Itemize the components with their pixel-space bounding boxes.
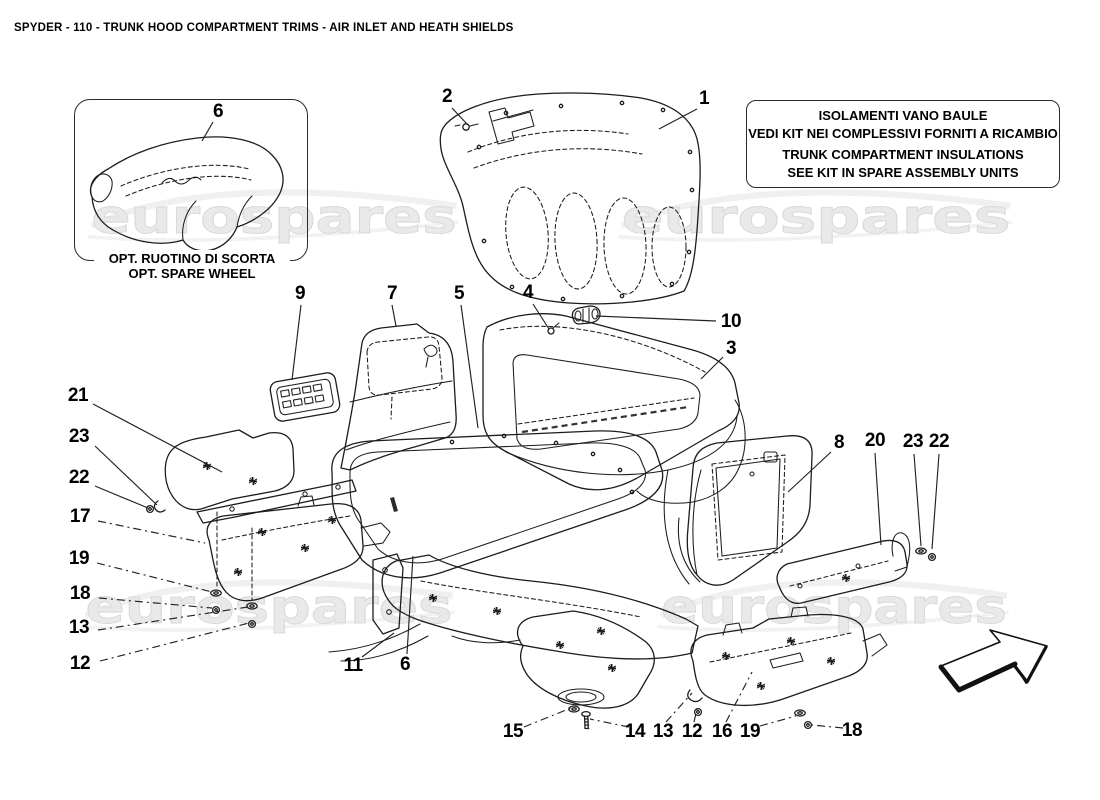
callout-3: 3: [725, 338, 737, 359]
watermark-text: eurospares: [91, 190, 456, 245]
part-10-latch: [571, 305, 601, 325]
part-6-spare-wheel-cover-inset: [89, 136, 284, 252]
info-line-italian-2: VEDI KIT NEI COMPLESSIVI FORNITI A RICAM…: [748, 125, 1058, 141]
leader-6: [201, 121, 214, 142]
callout-18: 18: [69, 583, 91, 604]
leader-18: [98, 597, 213, 609]
callout-12: 12: [681, 721, 703, 742]
callout-22: 22: [68, 467, 90, 488]
spare-wheel-caption-line2: OPT. SPARE WHEEL: [128, 266, 256, 281]
callout-15: 15: [502, 721, 524, 742]
callout-9: 9: [294, 283, 306, 304]
part-9-air-inlet-grille: [269, 372, 341, 422]
watermark-text: eurospares: [622, 190, 1011, 245]
callout-19: 19: [68, 548, 90, 569]
callout-5: 5: [453, 283, 465, 304]
callout-22: 22: [928, 431, 950, 452]
callout-13: 13: [68, 617, 90, 638]
callout-1: 1: [698, 88, 710, 109]
leader-3: [700, 356, 724, 380]
callout-6: 6: [212, 101, 224, 122]
callout-8: 8: [833, 432, 845, 453]
leader-19: [759, 715, 797, 727]
callout-18: 18: [841, 720, 863, 741]
leader-20: [874, 452, 882, 546]
callout-4: 4: [522, 282, 534, 303]
leader-19: [96, 562, 213, 593]
part-2-screw: [454, 123, 479, 131]
part-16-heat-shield-bottom: [690, 606, 888, 707]
leader-11: [361, 632, 395, 658]
part-17-heat-shield-left: [206, 495, 391, 629]
callout-20: 20: [864, 430, 886, 451]
part-4-screw: [547, 322, 560, 335]
watermark: eurospares: [87, 189, 459, 246]
part-20-bracket-strip: [776, 532, 911, 604]
info-line-english-1: TRUNK COMPARTMENT INSULATIONS: [782, 146, 1024, 162]
leader-6: [406, 555, 414, 655]
callout-6: 6: [399, 654, 411, 675]
part-13-clip-bottom: [687, 689, 703, 703]
insulation-info-box: ISOLAMENTI VANO BAULE VEDI KIT NEI COMPL…: [746, 100, 1060, 188]
spare-wheel-caption-line1: OPT. RUOTINO DI SCORTA: [108, 251, 276, 266]
leader-18: [811, 724, 844, 729]
info-line-italian-1: ISOLAMENTI VANO BAULE: [818, 107, 988, 123]
callout-11: 11: [343, 655, 363, 676]
spare-wheel-caption: OPT. RUOTINO DI SCORTA OPT. SPARE WHEEL: [94, 250, 290, 283]
leader-17: [97, 520, 206, 544]
leader-13: [665, 692, 693, 723]
page-title: SPYDER - 110 - TRUNK HOOD COMPARTMENT TR…: [14, 22, 514, 34]
callout-21: 21: [67, 385, 89, 406]
callout-16: 16: [711, 721, 733, 742]
leader-12: [693, 708, 698, 723]
leader-2: [451, 107, 468, 125]
leader-8: [787, 451, 832, 493]
callout-23: 23: [68, 426, 90, 447]
leader-10: [595, 315, 717, 322]
leader-lines: [92, 107, 940, 729]
part-5-floor-mat: [331, 430, 664, 579]
leader-14: [589, 718, 630, 728]
leader-4: [532, 303, 550, 330]
leader-22: [931, 453, 940, 550]
leader-5: [460, 304, 479, 429]
watermark: eurospares: [657, 579, 1009, 635]
part-8-right-side-trim: [663, 435, 813, 586]
leader-23: [94, 445, 158, 506]
info-line-english-2: SEE KIT IN SPARE ASSEMBLY UNITS: [787, 164, 1019, 180]
part-7-left-side-trim: [340, 323, 457, 471]
watermark-text: eurospares: [661, 580, 1007, 635]
leader-9: [291, 304, 302, 381]
leader-7: [391, 304, 397, 327]
callout-19: 19: [739, 721, 761, 742]
leader-23: [913, 453, 922, 547]
watermark: eurospares: [617, 189, 1013, 245]
leader-22: [94, 485, 149, 509]
leader-1: [658, 108, 698, 130]
callout-13: 13: [652, 721, 674, 742]
callout-12: 12: [69, 653, 91, 674]
callout-14: 14: [624, 721, 646, 742]
callout-23: 23: [902, 431, 924, 452]
part-1-hood-insulation-panel: [439, 92, 701, 305]
callout-17: 17: [69, 506, 91, 527]
callout-10: 10: [720, 311, 742, 332]
callout-2: 2: [441, 86, 453, 107]
watermark-text: eurospares: [85, 580, 452, 635]
callout-7: 7: [386, 283, 398, 304]
direction-arrow: [938, 629, 1048, 693]
leader-15: [523, 707, 572, 728]
leader-12: [99, 622, 250, 662]
part-11-6-air-duct: [328, 553, 699, 662]
watermark: eurospares: [81, 579, 455, 636]
leader-21: [92, 403, 223, 473]
leader-13: [97, 606, 249, 631]
part-air-inlet-duct-bottom: [451, 610, 655, 730]
